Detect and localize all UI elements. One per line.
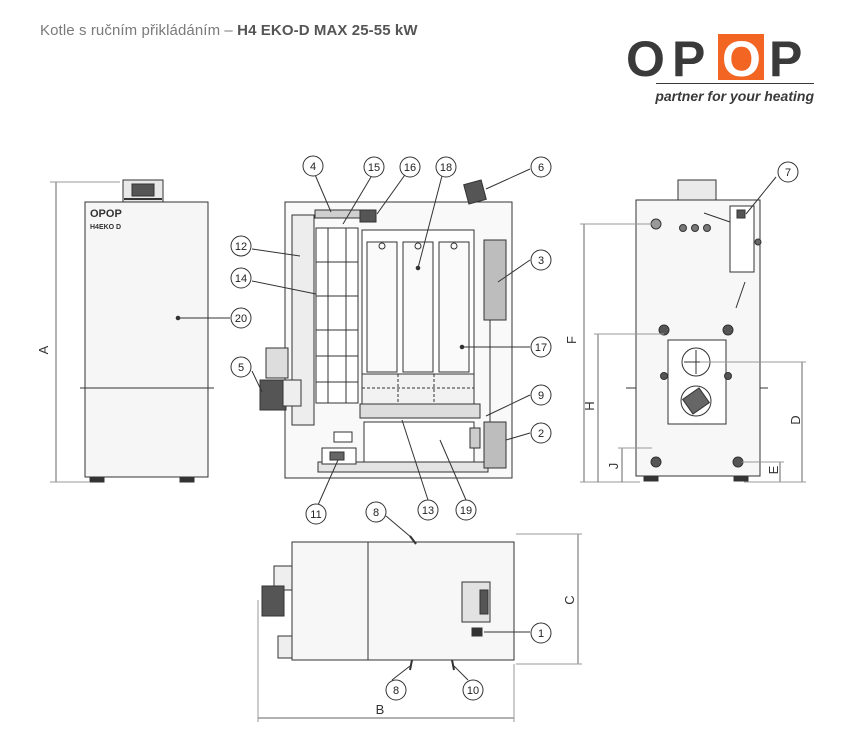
dim-label-B: B [376,702,385,717]
svg-text:9: 9 [538,390,544,402]
callout-6: 6 [530,156,552,178]
title-model: H4 EKO-D MAX 25-55 kW [237,22,418,39]
callout-17: 17 [530,336,552,358]
logo-letter-3: O [722,31,761,87]
callout-11: 11 [305,503,327,525]
dim-label-C: C [562,595,577,604]
callout-5: 5 [230,356,252,378]
logo-letter-2: P [672,31,705,87]
svg-text:15: 15 [368,162,380,174]
svg-text:2: 2 [538,428,544,440]
logo-letter-4: P [769,31,802,87]
svg-text:7: 7 [785,167,791,179]
logo-divider [656,83,814,84]
svg-text:10: 10 [467,685,479,697]
callout-14: 14 [230,267,252,289]
callout-7: 7 [777,161,799,183]
dim-label-F: F [564,336,579,344]
logo-letter-1: O [626,31,665,87]
svg-text:4: 4 [310,161,316,173]
svg-text:11: 11 [310,509,321,521]
svg-text:13: 13 [422,505,434,517]
callout-4: 4 [302,155,324,177]
svg-text:16: 16 [404,162,416,174]
callout-13: 13 [417,499,439,521]
rear-view [580,176,806,483]
callout-10: 10 [462,679,484,701]
callout-3: 3 [530,249,552,271]
callout-16: 16 [399,156,421,178]
dim-label-D: D [788,415,803,424]
svg-text:19: 19 [460,505,472,517]
callout-9: 9 [530,384,552,406]
logo-accent-box [718,34,764,80]
svg-text:20: 20 [235,313,247,325]
svg-text:14: 14 [235,273,247,285]
svg-text:1: 1 [538,628,544,640]
callout-12: 12 [230,235,252,257]
dim-label-H: H [582,401,597,410]
svg-text:12: 12 [235,241,247,253]
callout-15: 15 [363,156,385,178]
callout-1: 1 [530,622,552,644]
logo-tagline: partner for your heating [655,88,814,104]
section-view [251,168,531,506]
dim-label-J: J [606,463,621,470]
svg-text:5: 5 [238,362,244,374]
page-title: Kotle s ručním přikládáním – H4 EKO-D MA… [40,22,418,39]
callout-8-top: 8 [365,501,387,523]
svg-text:6: 6 [538,162,544,174]
callout-8-bottom: 8 [385,679,407,701]
top-view [257,515,582,722]
callout-19: 19 [455,499,477,521]
svg-text:3: 3 [538,255,544,267]
svg-text:17: 17 [535,342,547,354]
front-badge-brand: OPOP [90,208,122,220]
svg-text:8: 8 [393,685,399,697]
opop-logo: O P O P partner for your heating [626,22,816,108]
front-badge-model: H4EKO D [90,224,121,231]
svg-text:18: 18 [440,162,452,174]
dim-label-E: E [766,465,781,474]
front-view [50,179,230,483]
dim-label-A: A [36,345,51,354]
svg-text:8: 8 [373,507,379,519]
title-prefix: Kotle s ručním přikládáním – [40,22,238,39]
callout-20: 20 [230,307,252,329]
callout-18: 18 [435,156,457,178]
callout-2: 2 [530,422,552,444]
